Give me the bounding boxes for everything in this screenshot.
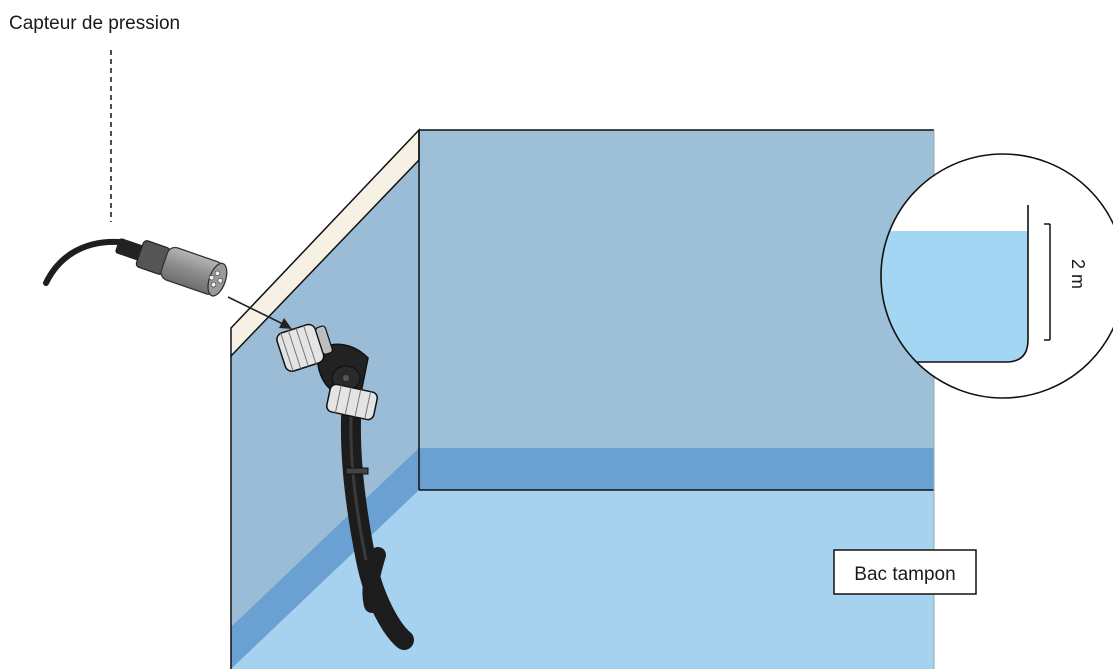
sensor-label: Capteur de pression (9, 13, 180, 34)
tank-label-box: Bac tampon (833, 549, 977, 595)
pressure-sensor (115, 238, 228, 297)
tank-floor (231, 490, 934, 669)
side-wall-water-band (231, 448, 419, 669)
depth-label: 2 m (1068, 259, 1088, 289)
sensor-hose-assembly (276, 323, 414, 650)
tank-label: Bac tampon (854, 564, 955, 585)
depth-inset: 2 m (880, 153, 1113, 399)
sensor-cable (43, 238, 123, 286)
back-wall-water-band (419, 448, 934, 490)
tank-side-wall (231, 160, 419, 669)
tank-back-wall (419, 130, 934, 490)
insertion-arrow (227, 296, 292, 329)
